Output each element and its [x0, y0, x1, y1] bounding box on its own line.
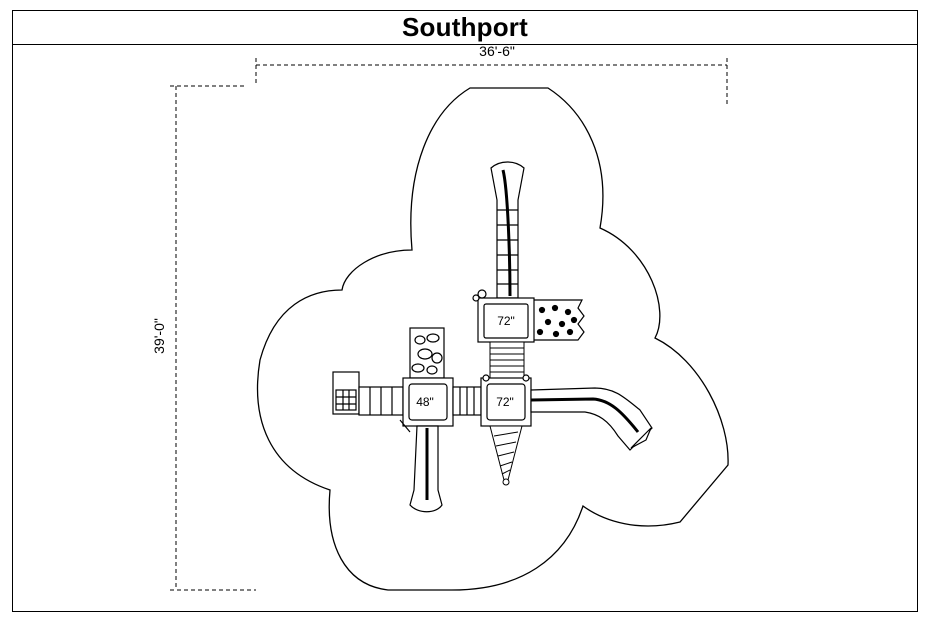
bridge-middle [452, 386, 482, 416]
curvy-slide-right [530, 387, 653, 451]
slide-lower-left [399, 419, 443, 513]
net-ladder [489, 425, 523, 486]
drawing-frame: Southport [12, 10, 918, 612]
panel-far-left [332, 371, 360, 415]
deck-right-height: 72" [496, 395, 514, 409]
safety-zone-outline [256, 87, 729, 591]
title-bar: Southport [13, 11, 917, 45]
deck-upper [472, 289, 535, 343]
height-dimension [170, 85, 256, 591]
top-tube-slide [490, 161, 525, 299]
width-dimension-label: 36'-6" [479, 43, 515, 59]
page-title: Southport [402, 12, 528, 42]
connecting-stairs [489, 341, 525, 379]
deck-left [402, 377, 454, 427]
width-dimension [255, 58, 728, 106]
rock-climber-upper [532, 299, 585, 341]
deck-left-height: 48" [416, 395, 434, 409]
height-dimension-label: 39'-0" [151, 318, 167, 354]
deck-upper-height: 72" [497, 314, 515, 328]
bridge-left [358, 386, 404, 416]
boulder-climber-left [409, 327, 445, 379]
